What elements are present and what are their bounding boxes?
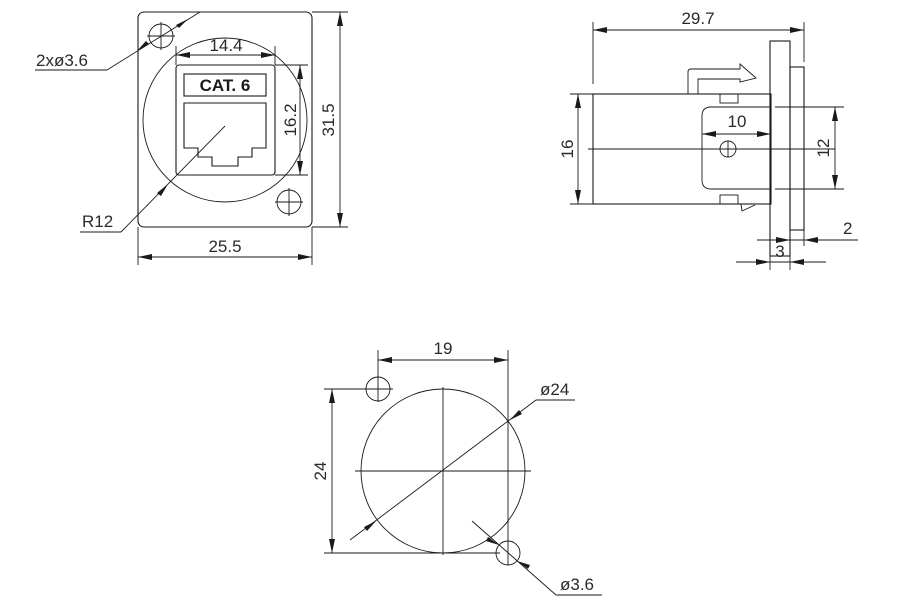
cutout-hole-top-left <box>365 376 393 402</box>
rj45-port-icon <box>183 102 267 167</box>
latch-tab-top <box>719 93 739 104</box>
dim-flange-offset: 2 <box>843 219 852 238</box>
front-view: CAT. 6 2xø3.6 14.4 16.2 <box>35 11 348 265</box>
dim-body-height: 16 <box>558 140 577 159</box>
dim-vertical-spacing: 24 <box>311 462 330 481</box>
dim-overall-depth: 29.7 <box>681 9 714 28</box>
dim-cutout-diameter: ø24 <box>540 380 569 399</box>
mounting-plate <box>137 11 313 228</box>
latch-arrow-icon <box>687 63 757 94</box>
dim-plate-width: 25.5 <box>208 237 241 256</box>
dim-radius: R12 <box>82 212 113 231</box>
cat6-label-box <box>183 73 267 97</box>
cutout-view: 19 24 ø24 ø3.6 <box>311 339 602 596</box>
dim-plate-height: 31.5 <box>319 103 338 136</box>
flange <box>769 40 791 257</box>
dim-flange-thickness: 3 <box>775 242 784 261</box>
dim-hole-callout: 2xø3.6 <box>36 51 88 70</box>
latch-hook <box>740 203 756 212</box>
side-view: 29.7 16 10 12 2 3 <box>558 9 858 270</box>
dim-jack-width: 14.4 <box>209 36 242 55</box>
mounting-hole-bottom-right <box>275 188 303 216</box>
jack-outline <box>175 64 276 176</box>
inner-cavity <box>701 106 771 190</box>
latch-tab-bottom <box>719 194 739 205</box>
dim-hole-diameter: ø3.6 <box>560 575 594 594</box>
dim-inner-height: 12 <box>814 139 833 158</box>
front-bezel <box>789 66 805 231</box>
body-circle <box>142 37 308 203</box>
dim-hole-spacing: 19 <box>434 339 453 358</box>
cat6-label: CAT. 6 <box>200 76 251 95</box>
dim-jack-height: 16.2 <box>281 103 300 136</box>
dim-inner-width: 10 <box>728 112 747 131</box>
